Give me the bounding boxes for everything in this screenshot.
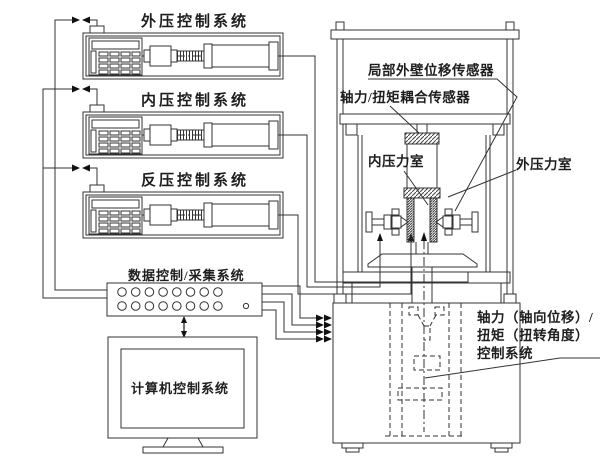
label-axial-control-1: 轴力（轴向位移）/ — [477, 309, 593, 325]
hydraulic-lines — [278, 55, 469, 295]
signal-arrows — [316, 314, 332, 343]
label-internal-pressure-system: 内压控制系统 — [141, 91, 249, 109]
daq-port — [117, 301, 127, 311]
daq-to-cabinet-lines — [262, 285, 332, 343]
load-frame — [330, 21, 520, 304]
label-wall-displacement-sensor: 局部外壁位移传感器 — [368, 62, 494, 78]
daq-port — [213, 301, 223, 311]
actuator-cabinet — [332, 232, 521, 453]
local-sensor-right — [435, 208, 479, 236]
daq-port — [117, 287, 127, 297]
daq-port — [158, 287, 168, 297]
label-axial-torque-sensor: 轴力/扭矩耦合传感器 — [340, 89, 470, 105]
label-outer-chamber: 外压力室 — [516, 156, 572, 172]
computer-monitor — [107, 336, 258, 454]
ram-arrow-up — [421, 232, 427, 241]
daq-port — [199, 287, 209, 297]
cell-bottom-plate — [342, 271, 511, 284]
pedestal — [367, 253, 478, 268]
flow-arrow-up-1 — [377, 233, 383, 241]
specimen-wall-left — [406, 197, 415, 243]
daq-port — [185, 301, 196, 311]
daq-port — [144, 287, 155, 297]
daq-box — [106, 282, 263, 317]
daq-port — [213, 287, 223, 297]
labels: 外压控制系统 内压控制系统 反压控制系统 数据控制/采集系统 计算机控制系统 局… — [128, 12, 593, 396]
pump3-link — [72, 164, 105, 193]
label-axial-control-2: 扭矩（扭转角度） — [477, 327, 589, 343]
pressure-cell — [339, 113, 511, 303]
internal-pressure-pump — [82, 111, 284, 159]
daq-indicator — [242, 302, 250, 310]
daq-ports — [117, 287, 223, 311]
daq-port — [185, 287, 196, 297]
pump2-link — [72, 85, 105, 113]
axial-torque-sensor — [404, 132, 440, 145]
monitor-stand — [162, 437, 204, 448]
daq-port — [199, 301, 209, 311]
specimen-wall-right — [429, 197, 438, 243]
label-back-pressure-system: 反压控制系统 — [141, 171, 249, 189]
leader-lines — [368, 78, 600, 379]
comm-bus — [42, 16, 107, 299]
label-external-pressure-system: 外压控制系统 — [140, 12, 249, 30]
daq-port — [158, 301, 168, 311]
daq-port — [172, 301, 182, 311]
label-daq-system: 数据控制/采集系统 — [128, 268, 245, 283]
daq-port — [130, 287, 141, 297]
daq-port — [144, 301, 155, 311]
label-computer-system: 计算机控制系统 — [131, 381, 229, 396]
label-axial-control-3: 控制系统 — [477, 345, 533, 361]
back-pressure-pump — [82, 191, 284, 239]
daq-port — [172, 287, 182, 297]
monitor-base — [142, 446, 224, 454]
daq-computer-link — [181, 316, 187, 338]
local-sensor-left — [365, 208, 409, 236]
external-pressure-pump — [82, 32, 284, 80]
cell-top-plate — [339, 113, 511, 125]
daq-port — [130, 301, 141, 311]
actuator-mechanism — [385, 232, 465, 437]
specimen-cap — [403, 187, 441, 199]
label-inner-chamber: 内压力室 — [368, 153, 424, 169]
pump1-link — [72, 16, 105, 34]
